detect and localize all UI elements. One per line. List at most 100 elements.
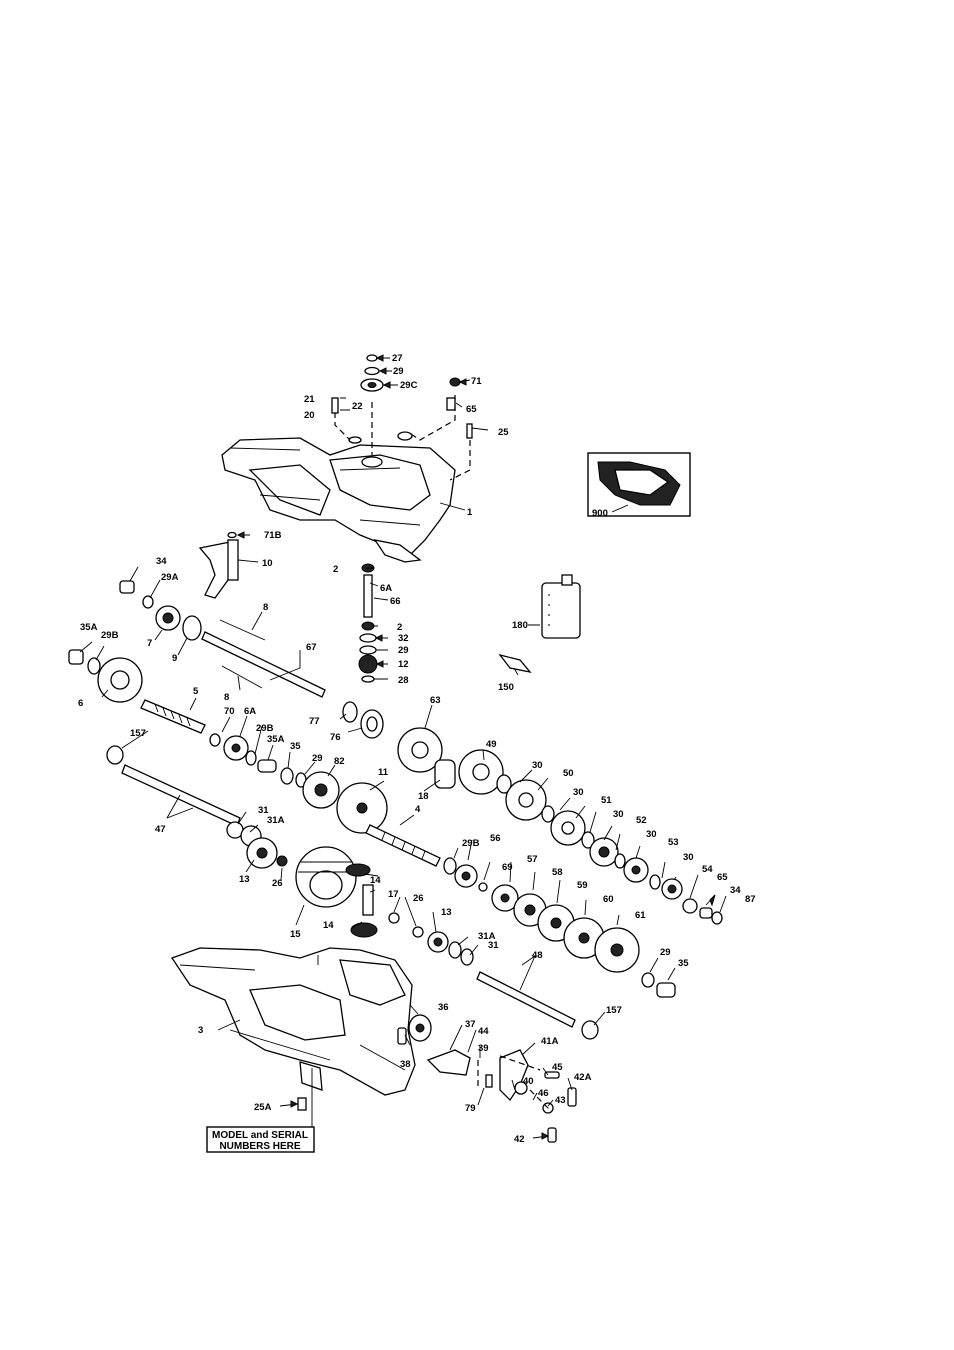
callout-15: 15 — [290, 929, 301, 940]
callout-87: 87 — [745, 894, 756, 905]
callout-900: 900 — [592, 508, 608, 519]
callout-27: 27 — [392, 353, 403, 364]
callout-2b: 2 — [397, 622, 402, 633]
callout-79: 79 — [465, 1103, 476, 1114]
shaft-67 — [201, 631, 326, 698]
callout-77: 77 — [309, 716, 320, 727]
callout-7: 7 — [147, 638, 152, 649]
callout-9: 9 — [172, 653, 177, 664]
callout-26-right: 26 — [413, 893, 424, 904]
callout-18: 18 — [418, 791, 429, 802]
callout-58: 58 — [552, 867, 563, 878]
upper-housing — [221, 431, 456, 563]
callout-22: 22 — [352, 401, 363, 412]
callout-66: 66 — [390, 596, 401, 607]
callout-2a: 2 — [333, 564, 338, 575]
middle-gear-stack — [209, 733, 340, 809]
callout-39: 39 — [478, 1043, 489, 1054]
callout-42a: 42A — [574, 1072, 592, 1083]
callout-71: 71 — [471, 376, 482, 387]
callout-29: 29 — [393, 366, 404, 377]
callout-29c: 29C — [400, 380, 418, 391]
callout-20: 20 — [304, 410, 315, 421]
gear-cluster-upper — [458, 749, 723, 925]
callout-53: 53 — [668, 837, 679, 848]
callout-41a: 41A — [541, 1036, 559, 1047]
callout-71b: 71B — [264, 530, 282, 541]
callout-6a-mid: 6A — [244, 706, 256, 717]
callout-12: 12 — [398, 659, 409, 670]
callout-8-mid: 8 — [224, 692, 229, 703]
callout-45: 45 — [552, 1062, 563, 1073]
callout-46: 46 — [538, 1088, 549, 1099]
callout-31a-left: 31A — [267, 815, 285, 826]
shaft-4 — [365, 824, 457, 875]
shaft-48 — [476, 971, 676, 1040]
callout-51: 51 — [601, 795, 612, 806]
callout-30-e: 30 — [683, 852, 694, 863]
callout-29-mid: 29 — [312, 753, 323, 764]
callout-180: 180 — [512, 620, 528, 631]
callout-21: 21 — [304, 394, 315, 405]
callout-14-bottom: 14 — [323, 920, 334, 931]
callout-56: 56 — [490, 833, 501, 844]
callout-63: 63 — [430, 695, 441, 706]
callout-13-right: 13 — [441, 907, 452, 918]
left-upper-parts — [68, 580, 266, 703]
callout-17: 17 — [388, 889, 399, 900]
callout-25a: 25A — [254, 1102, 272, 1113]
callout-29b-mid: 29B — [256, 723, 274, 734]
note-line-1: MODEL and SERIAL — [212, 1130, 308, 1141]
lower-housing — [170, 947, 416, 1096]
model-serial-note: MODEL and SERIAL NUMBERS HERE — [206, 1126, 315, 1153]
diff-internals — [345, 863, 474, 966]
callout-70: 70 — [224, 706, 235, 717]
callout-38: 38 — [400, 1059, 411, 1070]
brake-shaft-stack — [358, 563, 378, 683]
callout-48: 48 — [532, 950, 543, 961]
callout-30-d: 30 — [646, 829, 657, 840]
callout-29-right: 29 — [660, 947, 671, 958]
arrowheads — [236, 354, 716, 1140]
callout-28: 28 — [398, 675, 409, 686]
callout-10: 10 — [262, 558, 273, 569]
callout-31-left: 31 — [258, 805, 269, 816]
callout-26-left: 26 — [272, 878, 283, 889]
callout-4: 4 — [415, 804, 421, 815]
callout-35-mid: 35 — [290, 741, 301, 752]
callout-54: 54 — [702, 864, 713, 875]
callout-65-right: 65 — [717, 872, 728, 883]
callout-11: 11 — [378, 767, 389, 778]
callout-60: 60 — [603, 894, 614, 905]
oil-bottle — [541, 574, 581, 639]
note-line-2: NUMBERS HERE — [219, 1141, 300, 1152]
callout-65: 65 — [466, 404, 477, 415]
callout-25: 25 — [498, 427, 509, 438]
callout-13-left: 13 — [239, 874, 250, 885]
callout-52: 52 — [636, 815, 647, 826]
callout-157-left: 157 — [130, 728, 146, 739]
callout-14-top: 14 — [370, 875, 381, 886]
callout-35a-left: 35A — [80, 622, 98, 633]
callout-29a: 29A — [161, 572, 179, 583]
callout-31a-right: 31A — [478, 931, 496, 942]
callout-3: 3 — [198, 1025, 203, 1036]
callout-49: 49 — [486, 739, 497, 750]
callout-82: 82 — [334, 756, 345, 767]
shift-linkage — [397, 1014, 577, 1143]
callout-labels: 27 29 29C 71 21 22 20 65 25 1 900 71B 10… — [78, 353, 756, 1145]
sealant-tube — [498, 653, 532, 673]
callout-57: 57 — [527, 854, 538, 865]
bolt-25a — [297, 1097, 307, 1111]
callout-69: 69 — [502, 862, 513, 873]
callout-34-right: 34 — [730, 885, 741, 896]
gear-63-group — [336, 727, 456, 834]
callout-32: 32 — [398, 633, 409, 644]
callout-30-c: 30 — [613, 809, 624, 820]
callout-1: 1 — [467, 507, 473, 518]
shaft-47 — [106, 745, 288, 869]
callout-6: 6 — [78, 698, 83, 709]
callout-67: 67 — [306, 642, 317, 653]
differential-gear — [295, 846, 357, 908]
